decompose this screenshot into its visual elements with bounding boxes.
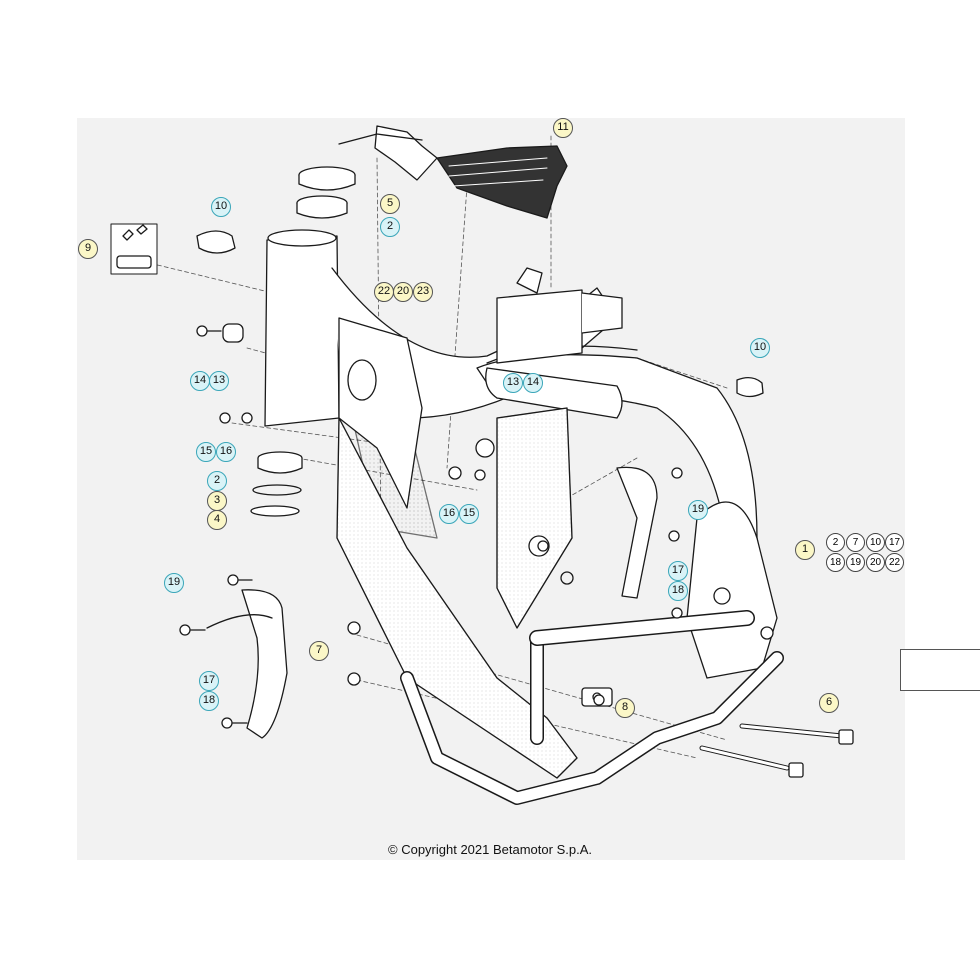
callout-16[interactable]: 16 bbox=[439, 504, 459, 524]
callout-19[interactable]: 19 bbox=[688, 500, 708, 520]
callout-14[interactable]: 14 bbox=[523, 373, 543, 393]
callout-13[interactable]: 13 bbox=[209, 371, 229, 391]
set-item: 19 bbox=[846, 553, 865, 572]
set-item: 2 bbox=[826, 533, 845, 552]
diagram-sheet bbox=[77, 118, 980, 860]
part-set-box bbox=[900, 649, 980, 691]
set-item: 17 bbox=[885, 533, 904, 552]
copyright-text: © Copyright 2021 Betamotor S.p.A. bbox=[388, 842, 592, 857]
callout-16[interactable]: 16 bbox=[216, 442, 236, 462]
callout-9[interactable]: 9 bbox=[78, 239, 98, 259]
callout-15[interactable]: 15 bbox=[196, 442, 216, 462]
callout-20[interactable]: 20 bbox=[393, 282, 413, 302]
set-item: 22 bbox=[885, 553, 904, 572]
callout-1[interactable]: 1 bbox=[795, 540, 815, 560]
callout-10[interactable]: 10 bbox=[750, 338, 770, 358]
callout-14[interactable]: 14 bbox=[190, 371, 210, 391]
callout-23[interactable]: 23 bbox=[413, 282, 433, 302]
callout-13[interactable]: 13 bbox=[503, 373, 523, 393]
callout-15[interactable]: 15 bbox=[459, 504, 479, 524]
set-item: 18 bbox=[826, 553, 845, 572]
callout-8[interactable]: 8 bbox=[615, 698, 635, 718]
callout-2[interactable]: 2 bbox=[380, 217, 400, 237]
callout-10[interactable]: 10 bbox=[211, 197, 231, 217]
callout-18[interactable]: 18 bbox=[668, 581, 688, 601]
callout-19[interactable]: 19 bbox=[164, 573, 184, 593]
callout-2[interactable]: 2 bbox=[207, 471, 227, 491]
callout-5[interactable]: 5 bbox=[380, 194, 400, 214]
callout-17[interactable]: 17 bbox=[668, 561, 688, 581]
set-item: 20 bbox=[866, 553, 885, 572]
set-item: 10 bbox=[866, 533, 885, 552]
callout-7[interactable]: 7 bbox=[309, 641, 329, 661]
set-item: 7 bbox=[846, 533, 865, 552]
callout-3[interactable]: 3 bbox=[207, 491, 227, 511]
callout-17[interactable]: 17 bbox=[199, 671, 219, 691]
callout-4[interactable]: 4 bbox=[207, 510, 227, 530]
callout-22[interactable]: 22 bbox=[374, 282, 394, 302]
callout-18[interactable]: 18 bbox=[199, 691, 219, 711]
callout-6[interactable]: 6 bbox=[819, 693, 839, 713]
frame-exploded-view bbox=[110, 125, 854, 805]
callout-11[interactable]: 11 bbox=[553, 118, 573, 138]
